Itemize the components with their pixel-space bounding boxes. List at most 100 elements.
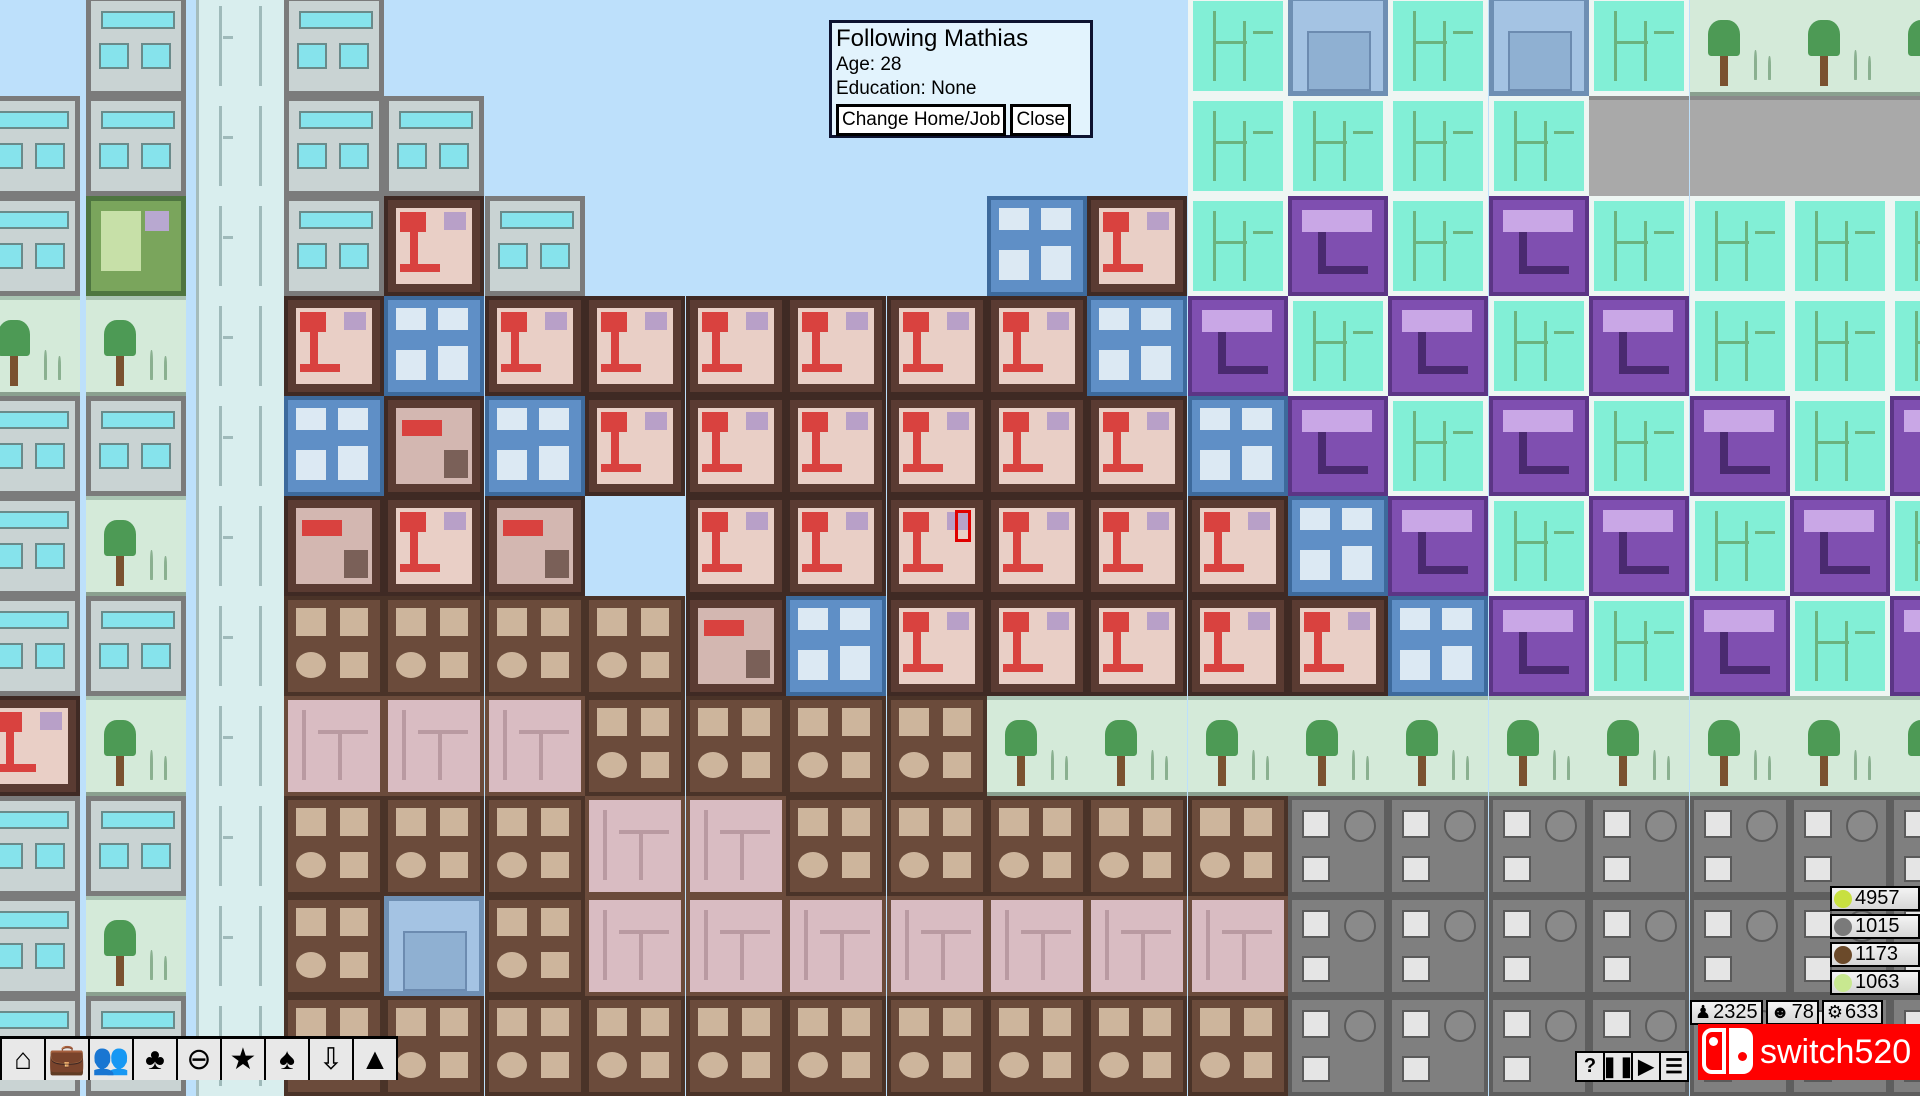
greenhouse-tile[interactable] [1790,596,1890,696]
menu-button[interactable]: ☰ [1661,1053,1687,1080]
elevator-tile[interactable] [1288,0,1388,96]
workshop-tile[interactable] [1188,996,1288,1096]
greenhouse-tile[interactable] [1589,396,1689,496]
apartment-tile[interactable] [284,96,384,196]
factory-tile[interactable] [1087,896,1187,996]
greenhouse-tile[interactable] [1388,96,1488,196]
factory-tile[interactable] [887,896,987,996]
kitchen-residence-tile[interactable] [686,596,786,696]
play-button[interactable]: ▶ [1633,1053,1659,1080]
industrial-tile[interactable] [1388,896,1488,996]
apartment-tile[interactable] [0,896,80,996]
greenhouse-tile[interactable] [1890,196,1920,296]
transport-shaft-tile[interactable] [196,0,288,96]
workshop-tile[interactable] [284,896,384,996]
workshop-tile[interactable] [284,596,384,696]
purple-building-tile[interactable] [1890,596,1920,696]
apartment-tile[interactable] [86,796,186,896]
blue-house-tile[interactable] [987,196,1087,296]
industrial-tile[interactable] [1890,796,1920,896]
residence-tile[interactable] [1188,496,1288,596]
blue-house-tile[interactable] [284,396,384,496]
purple-building-tile[interactable] [1388,496,1488,596]
transport-shaft-tile[interactable] [196,596,288,696]
purple-building-tile[interactable] [1288,196,1388,296]
tool-more-button[interactable]: ▲ [354,1039,396,1080]
greenhouse-tile[interactable] [1690,496,1790,596]
transport-shaft-tile[interactable] [196,196,288,296]
greenhouse-tile[interactable] [1288,96,1388,196]
industrial-tile[interactable] [1288,996,1388,1096]
greenhouse-tile[interactable] [1188,0,1288,96]
residence-tile[interactable] [1288,596,1388,696]
park-tile[interactable] [86,696,186,796]
workshop-tile[interactable] [686,996,786,1096]
apartment-tile[interactable] [0,396,80,496]
purple-building-tile[interactable] [1388,296,1488,396]
park-tile[interactable] [987,696,1087,796]
apartment-tile[interactable] [485,196,585,296]
apartment-tile[interactable] [86,596,186,696]
apartment-tile[interactable] [86,96,186,196]
purple-building-tile[interactable] [1690,596,1790,696]
industrial-tile[interactable] [1489,896,1589,996]
apartment-tile[interactable] [0,196,80,296]
factory-tile[interactable] [284,696,384,796]
purple-building-tile[interactable] [1489,396,1589,496]
factory-tile[interactable] [585,896,685,996]
greenhouse-tile[interactable] [1890,296,1920,396]
tool-people-button[interactable]: 👥 [90,1039,132,1080]
residence-tile[interactable] [0,696,80,796]
workshop-tile[interactable] [987,796,1087,896]
purple-building-tile[interactable] [1288,396,1388,496]
residence-tile[interactable] [284,296,384,396]
industrial-tile[interactable] [1589,896,1689,996]
greenhouse-tile[interactable] [1790,296,1890,396]
factory-tile[interactable] [384,696,484,796]
kitchen-residence-tile[interactable] [485,496,585,596]
residence-tile[interactable] [887,496,987,596]
workshop-tile[interactable] [384,796,484,896]
blue-house-tile[interactable] [1288,496,1388,596]
residence-tile[interactable] [987,396,1087,496]
workshop-tile[interactable] [585,596,685,696]
greenhouse-tile[interactable] [1690,196,1790,296]
industrial-tile[interactable] [1388,796,1488,896]
tool-special-button[interactable]: ★ [222,1039,264,1080]
purple-building-tile[interactable] [1489,596,1589,696]
transport-shaft-tile[interactable] [196,896,288,996]
apartment-tile[interactable] [0,796,80,896]
factory-tile[interactable] [485,696,585,796]
industrial-tile[interactable] [1288,896,1388,996]
purple-building-tile[interactable] [1790,496,1890,596]
residence-tile[interactable] [585,296,685,396]
industrial-tile[interactable] [1489,996,1589,1096]
purple-building-tile[interactable] [1489,196,1589,296]
workshop-tile[interactable] [786,796,886,896]
park-tile[interactable] [1589,696,1689,796]
apartment-tile[interactable] [284,0,384,96]
industrial-tile[interactable] [1790,796,1890,896]
residence-tile[interactable] [1087,396,1187,496]
workshop-tile[interactable] [485,796,585,896]
pause-button[interactable]: ❚❚ [1601,1053,1635,1080]
workshop-tile[interactable] [585,696,685,796]
residence-tile[interactable] [786,296,886,396]
greenhouse-tile[interactable] [1489,496,1589,596]
elevator-tile[interactable] [384,896,484,996]
residence-tile[interactable] [887,296,987,396]
empty-floor-tile[interactable] [1790,96,1890,196]
park-tile[interactable] [86,296,186,396]
apartment-tile[interactable] [0,496,80,596]
greenhouse-tile[interactable] [1489,96,1589,196]
kitchen-residence-tile[interactable] [384,396,484,496]
purple-building-tile[interactable] [1589,496,1689,596]
help-button[interactable]: ? [1577,1053,1603,1080]
purple-building-tile[interactable] [1188,296,1288,396]
workshop-tile[interactable] [485,996,585,1096]
empty-floor-tile[interactable] [1890,96,1920,196]
empty-floor-tile[interactable] [1690,96,1790,196]
residence-tile[interactable] [887,596,987,696]
special-building-tile[interactable] [86,196,186,296]
residence-tile[interactable] [585,396,685,496]
